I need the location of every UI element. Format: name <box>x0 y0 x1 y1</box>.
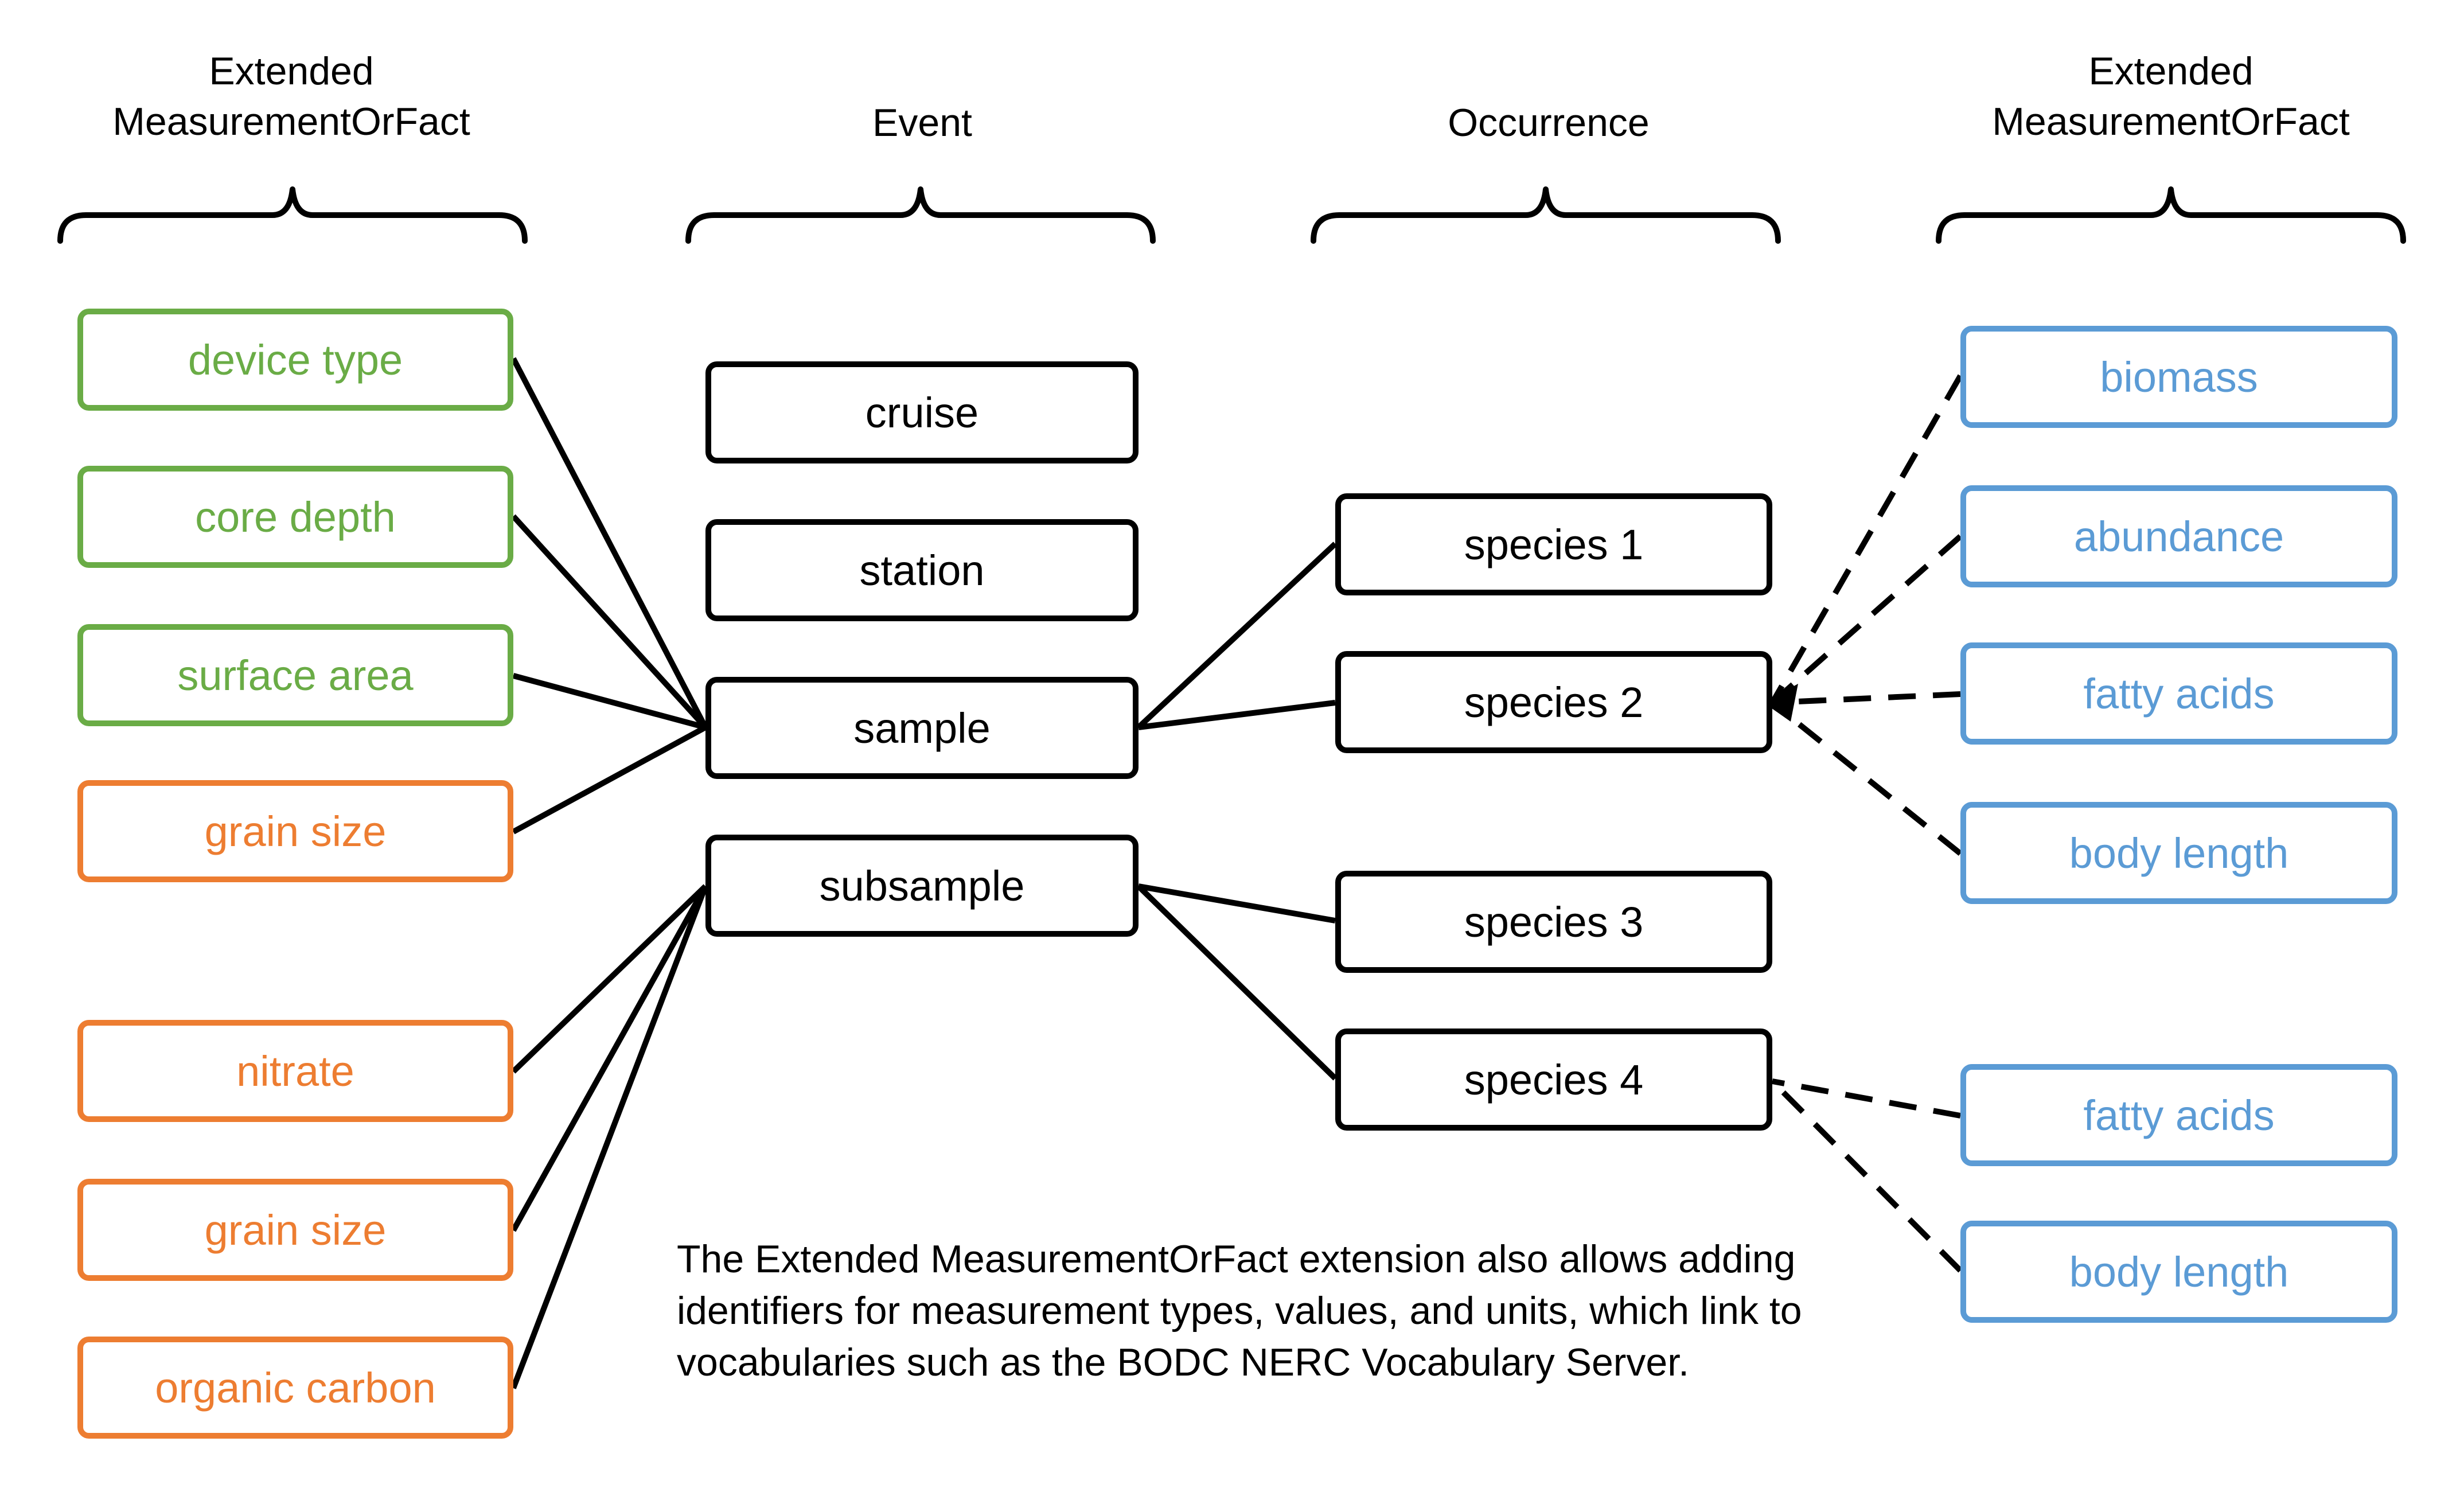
link-subsample-species-4 <box>1136 884 1338 1081</box>
brace-event <box>685 186 1156 244</box>
link-fatty-acids-species-2 <box>1772 691 1961 706</box>
link-surface-area-sample <box>512 673 707 730</box>
link-sample-species-2 <box>1138 700 1336 730</box>
event-cruise: cruise <box>705 361 1139 463</box>
link-organic-carbon-subsample <box>510 885 708 1389</box>
header-emof-right: Extended MeasurementOrFact <box>1992 49 2350 143</box>
emof-body-length: body length <box>1960 802 2397 904</box>
emof-biomass: biomass <box>1960 326 2397 428</box>
emof-core-depth: core depth <box>77 466 513 568</box>
link-subsample-species-3 <box>1138 883 1336 924</box>
emof-grain-size-2: grain size <box>77 1179 513 1281</box>
occurrence-species-4: species 4 <box>1335 1028 1772 1131</box>
link-biomass-species-2 <box>1769 374 1963 704</box>
link-sample-species-1 <box>1136 541 1338 730</box>
link-grain-size-subsample <box>510 885 708 1232</box>
header-emof-left: Extended MeasurementOrFact <box>112 49 470 143</box>
event-sample: sample <box>705 677 1139 779</box>
occurrence-species-1: species 1 <box>1335 493 1772 595</box>
header-event: Event <box>872 101 972 145</box>
emof-abundance: abundance <box>1960 485 2397 587</box>
brace-emof-left <box>57 186 528 244</box>
link-abundance-species-2 <box>1770 534 1963 705</box>
header-occurrence: Occurrence <box>1448 101 1650 145</box>
explanatory-note: The Extended MeasurementOrFact extension… <box>677 1237 1802 1384</box>
link-nitrate-subsample <box>511 884 708 1074</box>
link-device-type-sample <box>510 357 708 729</box>
link-fatty-acids-species-4 <box>1772 1078 1961 1119</box>
emof-nitrate: nitrate <box>77 1020 513 1122</box>
link-grain-size-sample <box>512 724 707 835</box>
link-body-length-species-2 <box>1770 700 1963 856</box>
emof-fatty-acids: fatty acids <box>1960 642 2397 745</box>
emof-device-type: device type <box>77 309 513 411</box>
brace-occurrence <box>1311 186 1781 244</box>
occurrence-species-2: species 2 <box>1335 651 1772 753</box>
link-core-depth-sample <box>511 514 708 730</box>
event-station: station <box>705 519 1139 621</box>
emof-fatty-acids-2: fatty acids <box>1960 1064 2397 1166</box>
arrowhead-species-2 <box>1764 684 1798 722</box>
brace-emof-right <box>1936 186 2406 244</box>
emof-organic-carbon: organic carbon <box>77 1337 513 1439</box>
occurrence-species-3: species 3 <box>1335 871 1772 973</box>
event-subsample: subsample <box>705 835 1139 937</box>
emof-surface-area: surface area <box>77 624 513 726</box>
emof-body-length-2: body length <box>1960 1221 2397 1323</box>
emof-grain-size: grain size <box>77 780 513 882</box>
